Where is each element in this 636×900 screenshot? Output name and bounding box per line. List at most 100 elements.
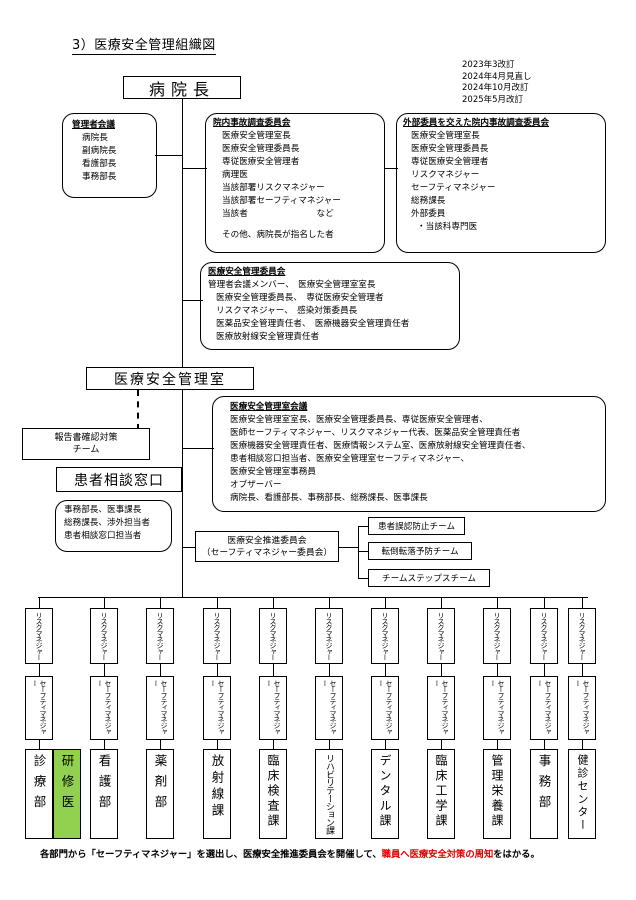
- team-box: 転倒転落予防チーム: [368, 542, 472, 560]
- external-committee-bracket: [396, 113, 606, 253]
- department-label: 臨床工学課: [434, 754, 448, 829]
- department-box: 管理栄養課: [483, 749, 511, 839]
- internal-committee-bracket: [205, 113, 385, 253]
- department-label: 放射線課: [209, 754, 225, 820]
- safety-member: 医療安全管理委員長、 専従医療安全管理者: [216, 293, 384, 303]
- connector-line: [441, 664, 442, 676]
- safety-manager-box: セーフティマネジャー: [25, 676, 53, 740]
- safety-manager-label: セーフティマネジャー: [433, 680, 449, 734]
- safety-member: 医薬品安全管理責任者、 医療機器安全管理責任者: [216, 319, 410, 329]
- department-box: 看護部: [90, 749, 118, 839]
- patient-desk-member: 患者相談窓口担当者: [64, 531, 142, 541]
- internal-committee-heading: 院内事故調査委員会: [213, 118, 291, 128]
- safety-committee-heading: 医療安全管理委員会: [208, 267, 286, 277]
- department-label: 事務部: [536, 754, 552, 816]
- connector-line: [582, 664, 583, 676]
- management-member: 事務部長: [82, 172, 117, 182]
- safety-manager-box: セーフティマネジャー: [371, 676, 399, 740]
- connector-line: [358, 578, 368, 579]
- office-meeting-heading: 医療安全管理室会議: [230, 402, 308, 412]
- office-member: 病院長、看護部長、事務部長、総務課長、医事課長: [230, 493, 428, 503]
- department-label: 診療部: [31, 754, 47, 816]
- safety-manager-box: セーフティマネジャー: [203, 676, 231, 740]
- safety-manager-label: セーフティマネジャー: [489, 680, 505, 734]
- department-label: 研修医: [59, 754, 75, 816]
- footer-part2-highlight: 職員へ医療安全対策の周知: [381, 849, 494, 860]
- patient-desk-box: 患者相談窓口: [56, 467, 182, 492]
- connector-line: [182, 590, 183, 598]
- connector-line: [385, 597, 386, 608]
- connector-line: [160, 740, 161, 749]
- safety-manager-box: セーフティマネジャー: [315, 676, 343, 740]
- connector-line: [497, 597, 498, 608]
- footer-note: 各部門から「セーフティマネジャー」を選出し、医療安全推進委員会を開催して、職員へ…: [40, 846, 540, 860]
- report-team-line: チーム: [72, 445, 100, 455]
- connector-line: [182, 168, 207, 169]
- internal-member: その他、病院長が指名した者: [222, 230, 334, 240]
- footer-part1: 各部門から「セーフティマネジャー」を選出し、医療安全推進委員会を開催して、: [40, 849, 382, 860]
- office-member: 医師セーフティマネジャー、リスクマネジャー代表、医薬品安全管理責任者: [230, 428, 521, 438]
- risk-manager-label: リスクマネジャー: [156, 612, 164, 660]
- connector-line: [39, 597, 40, 608]
- safety-manager-box: セーフティマネジャー: [90, 676, 118, 740]
- safety-manager-label: セーフティマネジャー: [536, 680, 552, 734]
- revision-item: 2024年10月改訂: [462, 83, 529, 93]
- promotion-committee-box: 医療安全推進委員会 （セーフティマネジャー委員会）: [195, 531, 339, 562]
- department-label: 看護部: [96, 754, 112, 816]
- management-meeting: 管理者会議 病院長 副病院長 看護部長 事務部長: [72, 119, 116, 184]
- department-bus-line: [38, 597, 588, 598]
- risk-manager-box: リスクマネジャー: [483, 608, 511, 664]
- connector-line: [497, 664, 498, 676]
- connector-line: [358, 526, 359, 578]
- external-member: リスクマネジャー: [411, 170, 480, 180]
- risk-manager-label: リスクマネジャー: [325, 612, 333, 660]
- team-label: 患者誤認防止チーム: [377, 522, 456, 532]
- report-team-line: 報告書確認対策: [54, 433, 118, 443]
- department-label: 薬剤部: [152, 754, 168, 816]
- internal-member: 医療安全管理委員長: [222, 144, 300, 154]
- connector-line: [544, 664, 545, 676]
- risk-manager-box: リスクマネジャー: [90, 608, 118, 664]
- department-label: 臨床検査課: [266, 754, 280, 829]
- connector-line: [582, 597, 583, 608]
- department-box: 診療部: [25, 749, 53, 839]
- safety-manager-label: セーフティマネジャー: [574, 680, 590, 734]
- risk-manager-box: リスクマネジャー: [25, 608, 53, 664]
- risk-manager-box: リスクマネジャー: [203, 608, 231, 664]
- safety-manager-label: セーフティマネジャー: [31, 680, 47, 734]
- connector-line: [544, 740, 545, 749]
- department-box: リハビリテーション課: [315, 749, 343, 839]
- office-member: 医療機器安全管理責任者、医療情報システム室、医療放射線安全管理責任者、: [230, 441, 531, 451]
- risk-manager-label: リスクマネジャー: [437, 612, 445, 660]
- department-box: 臨床工学課: [427, 749, 455, 839]
- external-member: 外部委員: [411, 209, 446, 219]
- safety-manager-label: セーフティマネジャー: [96, 680, 112, 734]
- connector-line: [273, 664, 274, 676]
- department-box: 健診センター: [568, 749, 596, 839]
- connector-line: [273, 597, 274, 608]
- office-member: 医療安全管理室事務員: [230, 467, 316, 477]
- department-label: デンタル課: [378, 754, 392, 829]
- report-team-box: 報告書確認対策 チーム: [22, 428, 150, 460]
- connector-line: [217, 597, 218, 608]
- dashed-connector: [137, 390, 139, 430]
- external-member: 医療安全管理委員長: [411, 144, 489, 154]
- department-box: 研修医: [53, 749, 81, 839]
- management-member: 看護部長: [82, 159, 117, 169]
- connector-line: [329, 740, 330, 749]
- risk-manager-box: リスクマネジャー: [530, 608, 558, 664]
- team-label: チームステップスチーム: [381, 574, 477, 584]
- management-meeting-heading: 管理者会議: [72, 120, 115, 130]
- connector-line: [39, 740, 40, 749]
- safety-member: 医療放射線安全管理責任者: [216, 332, 320, 342]
- internal-member: 当該部署リスクマネジャー: [222, 183, 325, 193]
- risk-manager-box: リスクマネジャー: [371, 608, 399, 664]
- safety-manager-box: セーフティマネジャー: [530, 676, 558, 740]
- external-member: 医療安全管理室長: [411, 131, 480, 141]
- patient-desk-member: 総務課長、渉外担当者: [64, 518, 150, 528]
- safety-manager-label: セーフティマネジャー: [209, 680, 225, 734]
- management-member: 副病院長: [82, 146, 117, 156]
- revision-item: 2025年5月改訂: [462, 94, 524, 105]
- connector-line: [582, 740, 583, 749]
- connector-line: [385, 664, 386, 676]
